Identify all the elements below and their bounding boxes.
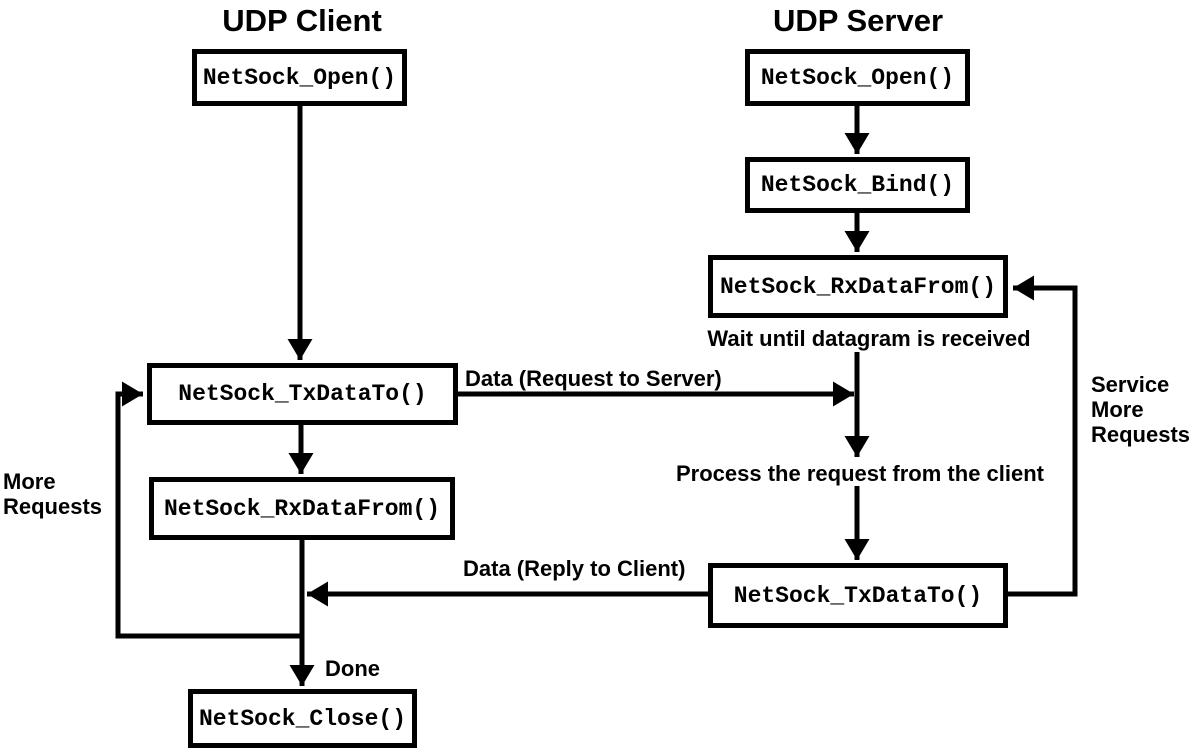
box-client-netsock-close: NetSock_Close() bbox=[188, 689, 417, 748]
box-client-netsock-rxdatafrom: NetSock_RxDataFrom() bbox=[149, 477, 455, 540]
box-server-netsock-bind: NetSock_Bind() bbox=[745, 157, 970, 213]
arrow-client-loop-more-requests bbox=[115, 381, 302, 639]
box-server-netsock-bind-label: NetSock_Bind() bbox=[760, 172, 955, 198]
box-server-netsock-txdatato: NetSock_TxDataTo() bbox=[708, 563, 1008, 628]
box-client-netsock-rxdatafrom-label: NetSock_RxDataFrom() bbox=[163, 495, 441, 522]
label-wait-until-datagram-received: Wait until datagram is received bbox=[707, 326, 1031, 351]
box-client-netsock-txdatato-label: NetSock_TxDataTo() bbox=[178, 381, 427, 407]
label-service-more-requests: Service More Requests bbox=[1091, 372, 1191, 447]
box-server-netsock-txdatato-label: NetSock_TxDataTo() bbox=[733, 582, 983, 609]
box-client-netsock-open: NetSock_Open() bbox=[192, 49, 407, 106]
client-column-title: UDP Client bbox=[222, 3, 382, 38]
box-client-netsock-open-label: NetSock_Open() bbox=[202, 64, 397, 91]
label-data-reply-to-client: Data (Reply to Client) bbox=[463, 556, 686, 581]
label-done: Done bbox=[325, 656, 380, 681]
label-data-request-to-server: Data (Request to Server) bbox=[465, 366, 722, 391]
label-more-requests: More Requests bbox=[3, 469, 103, 519]
arrow-server-loop-more-requests bbox=[1008, 275, 1078, 597]
server-column-title: UDP Server bbox=[772, 3, 944, 38]
label-process-request-from-client: Process the request from the client bbox=[676, 461, 1044, 486]
box-server-netsock-open: NetSock_Open() bbox=[745, 49, 970, 106]
box-server-netsock-rxdatafrom-label: NetSock_RxDataFrom() bbox=[719, 273, 997, 300]
box-server-netsock-open-label: NetSock_Open() bbox=[760, 64, 955, 91]
box-client-netsock-close-label: NetSock_Close() bbox=[198, 705, 407, 732]
box-server-netsock-rxdatafrom: NetSock_RxDataFrom() bbox=[708, 255, 1008, 318]
box-client-netsock-txdatato: NetSock_TxDataTo() bbox=[147, 363, 458, 425]
